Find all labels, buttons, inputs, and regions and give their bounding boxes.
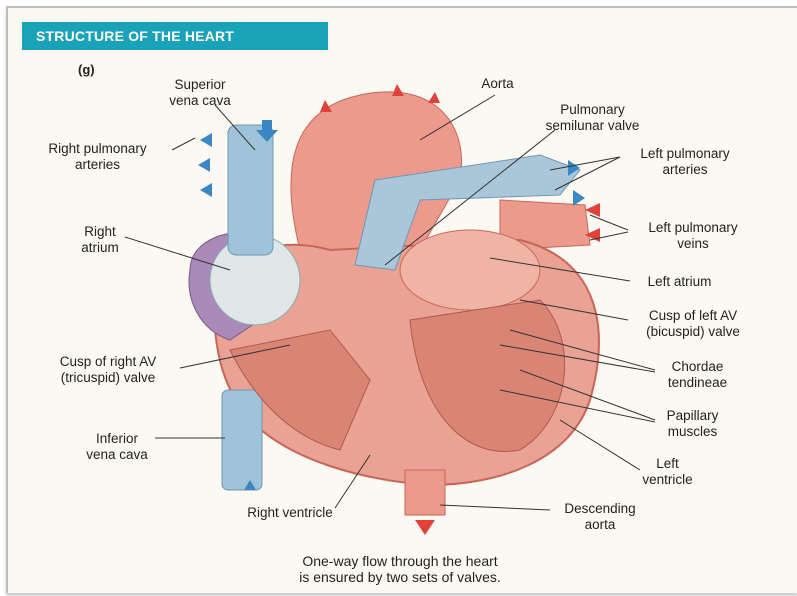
left-atrium xyxy=(399,229,541,311)
inferior-vena-cava xyxy=(221,389,263,491)
superior-vena-cava xyxy=(227,124,274,256)
aorta xyxy=(290,91,462,251)
label-aorta: Aorta xyxy=(481,76,514,91)
panel-label: (g) xyxy=(78,62,95,77)
label-cusp-left-av-valve: Cusp of left AV(bicuspid) valve xyxy=(646,308,740,339)
right-ventricle xyxy=(229,329,371,451)
figure-title: STRUCTURE OF THE HEART xyxy=(22,22,328,50)
descending-aorta xyxy=(404,469,446,516)
label-left-atrium: Left atrium xyxy=(647,274,712,289)
flow-arrows xyxy=(198,120,585,490)
caption-line: is ensured by two sets of valves. xyxy=(299,569,501,585)
label-right-ventricle: Right ventricle xyxy=(247,505,333,520)
leader-lines xyxy=(124,94,656,511)
label-cusp-right-av-valve: Cusp of right AV(tricuspid) valve xyxy=(59,354,157,385)
caption-line: One-way flow through the heart xyxy=(302,553,498,569)
left-ventricle xyxy=(409,299,566,452)
